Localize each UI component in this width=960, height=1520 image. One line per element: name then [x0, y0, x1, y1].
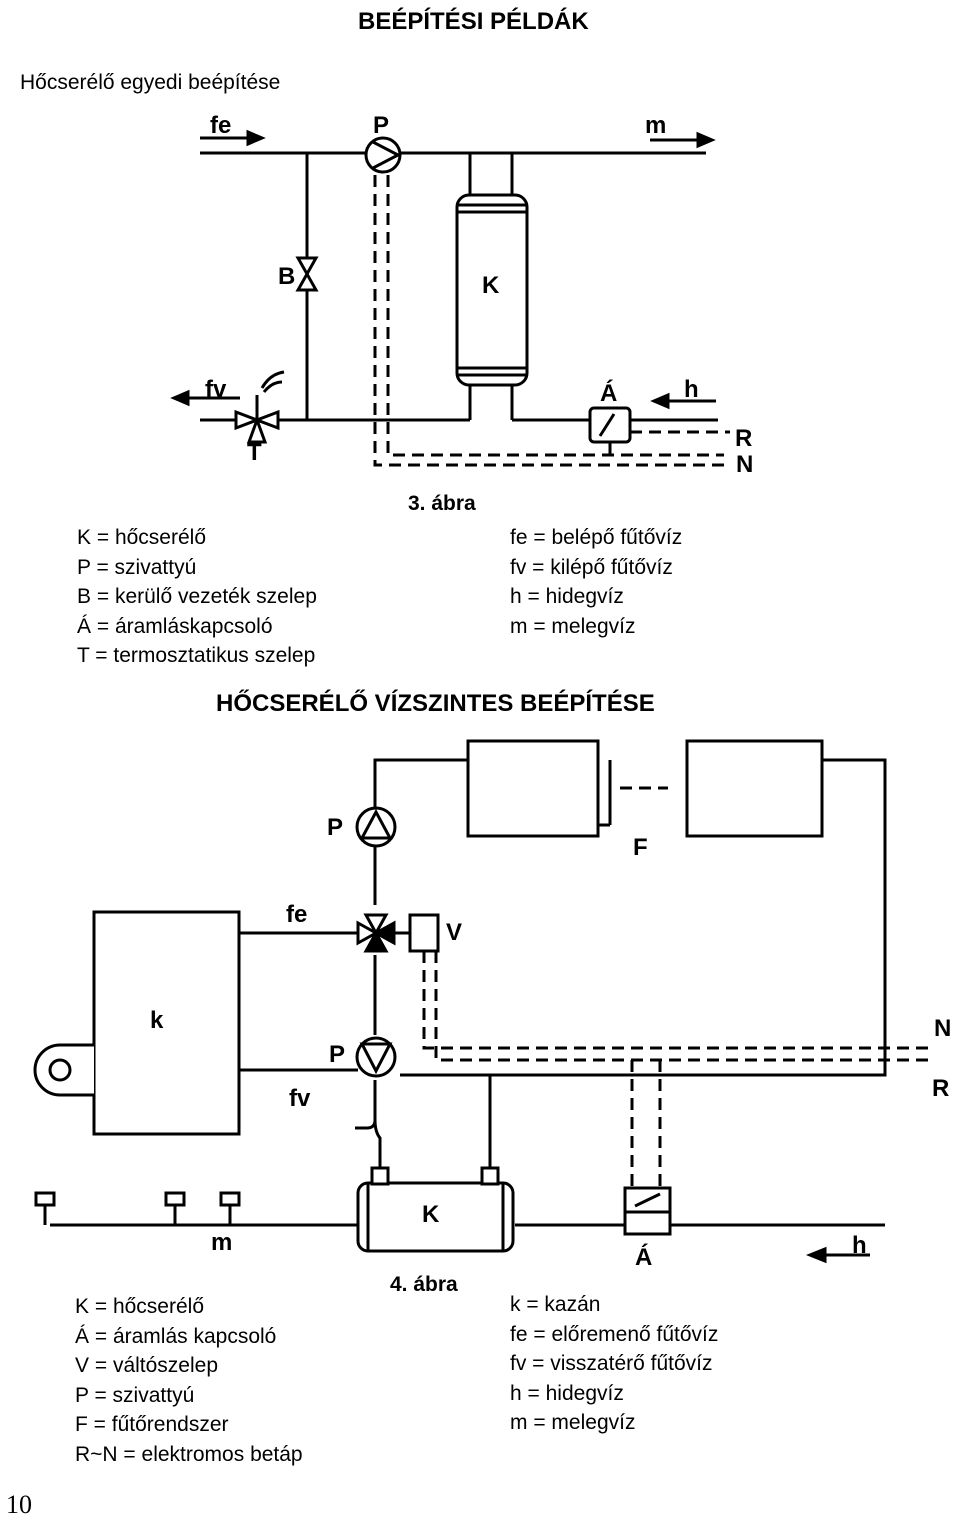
label-boiler: k — [150, 1007, 164, 1034]
boiler-box — [92, 910, 241, 1136]
pump-icon — [355, 806, 397, 848]
figure3-legend-right: fe = belépő fűtővíz fv = kilépő fűtővíz … — [510, 523, 682, 641]
label-m: m — [645, 112, 666, 139]
legend-item: T = termosztatikus szelep — [77, 644, 316, 667]
pump-icon — [355, 1036, 397, 1078]
legend-item: Á = áramláskapcsoló — [77, 614, 273, 638]
page-title: BEÉPÍTÉSI PÉLDÁK — [358, 8, 589, 35]
flow-switch-icon — [623, 1186, 672, 1236]
figure4-caption: 4. ábra — [390, 1273, 458, 1296]
heat-exchanger-icon — [455, 193, 529, 387]
legend-item: P = szivattyú — [75, 1383, 195, 1407]
burner-fan-icon — [33, 1043, 94, 1097]
flow-switch-icon — [588, 406, 632, 444]
label-heat-exchanger: K — [482, 272, 500, 299]
legend-item: V = váltószelep — [75, 1354, 219, 1377]
label-heat-exchanger: K — [422, 1201, 440, 1228]
figure3-legend-left: K = hőcserélő P = szivattyú B = kerülő v… — [77, 523, 317, 671]
page-number: 10 — [6, 1490, 32, 1519]
figure4-legend-left: K = hőcserélő Á = áramlás kapcsoló V = v… — [75, 1292, 303, 1469]
label-fv: fv — [205, 376, 227, 403]
legend-item: fv = visszatérő fűtővíz — [510, 1352, 713, 1375]
label-N: N — [934, 1015, 951, 1042]
label-R: R — [735, 425, 752, 452]
tap-icon — [34, 1191, 241, 1207]
label-diverter-valve: V — [446, 919, 462, 946]
figure4-legend-right: k = kazán fe = előremenő fűtővíz fv = vi… — [510, 1290, 718, 1438]
heat-exchanger-icon — [356, 1166, 515, 1253]
label-fe: fe — [286, 901, 307, 928]
thermostatic-valve-icon — [234, 370, 285, 444]
legend-item: fe = belépő fűtővíz — [510, 526, 683, 549]
legend-item: B = kerülő vezeték szelep — [77, 585, 317, 608]
legend-item: R~N = elektromos betáp — [75, 1442, 303, 1466]
label-heating-system: F — [633, 834, 648, 861]
legend-item: fv = kilépő fűtővíz — [510, 555, 673, 579]
pump-icon — [364, 136, 402, 174]
legend-item: Á = áramlás kapcsoló — [75, 1324, 277, 1348]
legend-item: K = hőcserélő — [77, 526, 206, 549]
bypass-valve-icon — [295, 256, 319, 292]
legend-item: h = hidegvíz — [510, 585, 624, 608]
legend-item: m = melegvíz — [510, 614, 636, 638]
legend-item: fe = előremenő fűtővíz — [510, 1322, 719, 1346]
legend-item: P = szivattyú — [77, 555, 197, 579]
label-h: h — [684, 376, 699, 403]
label-pump-top: P — [327, 814, 343, 841]
legend-item: K = hőcserélő — [75, 1295, 204, 1318]
label-flow-switch: Á — [635, 1243, 652, 1271]
section-title: HŐCSERÉLŐ VÍZSZINTES BEÉPÍTÉSE — [216, 690, 655, 717]
figure4-diagram: P F fe V k P N fv R K m Á h — [33, 739, 951, 1271]
label-pump-bottom: P — [329, 1041, 345, 1068]
label-R: R — [932, 1075, 949, 1102]
label-flow-switch: Á — [600, 379, 617, 407]
legend-item: k = kazán — [510, 1293, 601, 1316]
figure3-diagram: fe P m B K fv Á h T R N — [170, 112, 753, 478]
page-subtitle: Hőcserélő egyedi beépítése — [20, 71, 281, 94]
label-h: h — [852, 1232, 867, 1259]
legend-item: h = hidegvíz — [510, 1381, 624, 1405]
label-bypass-valve: B — [278, 263, 295, 290]
radiator-1 — [466, 739, 600, 838]
diverter-valve-icon — [356, 913, 440, 953]
label-N: N — [736, 451, 753, 478]
label-fe: fe — [210, 112, 231, 139]
radiator-2 — [685, 739, 824, 838]
legend-item: F = fűtőrendszer — [75, 1413, 229, 1436]
figure3-caption: 3. ábra — [408, 492, 476, 515]
label-m: m — [211, 1229, 232, 1256]
label-fv: fv — [289, 1085, 311, 1112]
label-thermostatic-valve: T — [247, 439, 262, 466]
legend-item: m = melegvíz — [510, 1411, 636, 1434]
label-pump: P — [373, 112, 389, 139]
